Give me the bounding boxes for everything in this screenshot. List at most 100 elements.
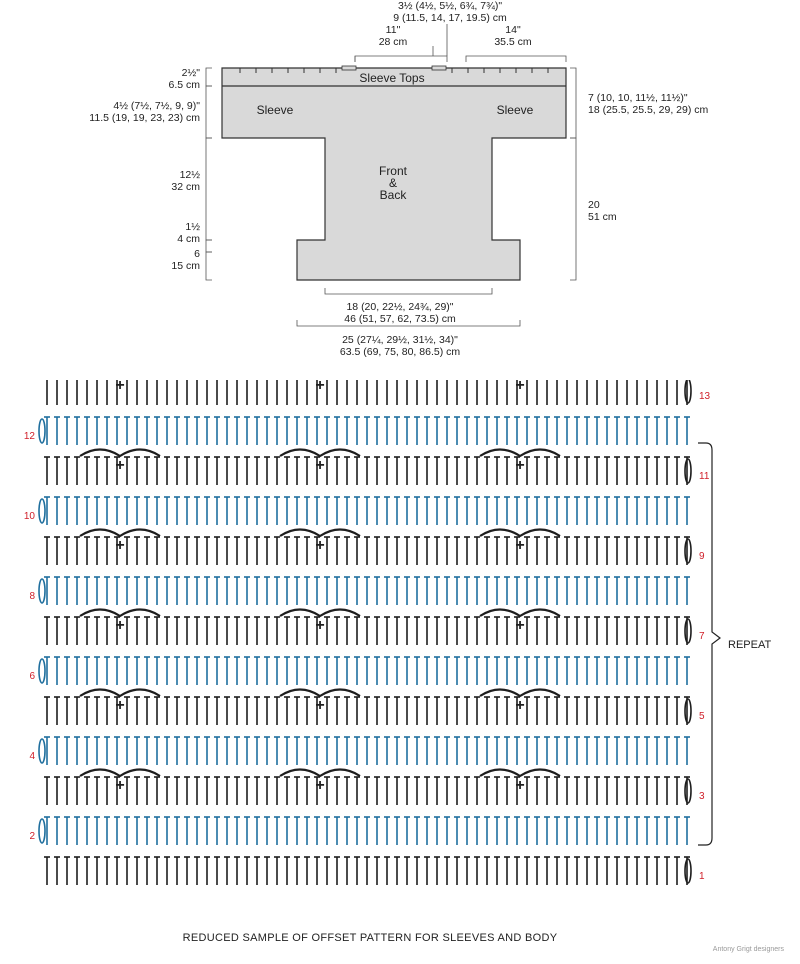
chain-arc	[479, 768, 561, 778]
dim-left-4b: 4 cm	[177, 233, 200, 245]
single-crochet-mark: +	[115, 537, 124, 554]
row-number-2: 2	[29, 831, 35, 842]
dim-left-5b: 15 cm	[171, 260, 200, 272]
chain-arc	[79, 688, 161, 698]
row-number-4: 4	[29, 751, 35, 762]
single-crochet-mark: +	[315, 617, 324, 634]
single-crochet-mark: +	[115, 380, 124, 394]
row-number-12: 12	[24, 431, 36, 442]
row-number-13: 13	[699, 391, 711, 402]
row-number-3: 3	[699, 791, 705, 802]
single-crochet-mark: +	[315, 537, 324, 554]
turning-chain	[684, 380, 692, 404]
garment-shape	[221, 67, 567, 281]
single-crochet-mark: +	[115, 617, 124, 634]
dim-left-4a: 1½	[185, 221, 200, 233]
row-number-8: 8	[29, 591, 35, 602]
chain-arc	[279, 528, 361, 538]
chart-row-4	[38, 736, 690, 765]
dim-left-1a: 2½"	[182, 67, 201, 79]
row-number-6: 6	[29, 671, 35, 682]
chart-row-9: + + +	[44, 528, 692, 565]
row-number-9: 9	[699, 551, 705, 562]
chart-row-2	[38, 816, 690, 845]
dim-left-1b: 6.5 cm	[168, 79, 200, 91]
single-crochet-mark: +	[515, 777, 524, 794]
dim-bottom-2a: 25 (27¼, 29½, 31½, 34)"	[342, 334, 458, 346]
dim-top-b2: 28 cm	[379, 36, 408, 48]
chain-arc	[279, 768, 361, 778]
chart-row-5: + + +	[44, 688, 692, 725]
chain-arc	[479, 448, 561, 458]
chain-arc	[479, 528, 561, 538]
chain-arc	[79, 608, 161, 618]
row-number-1: 1	[699, 871, 705, 882]
front-back-label-1: Front	[379, 164, 408, 178]
dim-top-c1: 14"	[505, 24, 521, 36]
dim-left-5a: 6	[194, 248, 200, 260]
front-back-label-2: &	[389, 176, 397, 190]
single-crochet-mark: +	[315, 697, 324, 714]
chain-arc	[279, 608, 361, 618]
single-crochet-mark: +	[515, 457, 524, 474]
chart-row-7: + + +	[44, 608, 692, 645]
dim-bottom-1a: 18 (20, 22½, 24¾, 29)"	[346, 301, 453, 313]
turning-chain	[684, 698, 692, 724]
right-dimension-lines	[570, 67, 577, 281]
chart-caption: REDUCED SAMPLE OF OFFSET PATTERN FOR SLE…	[182, 932, 558, 944]
chain-arc	[79, 768, 161, 778]
dim-right-1b: 18 (25.5, 25.5, 29, 29) cm	[588, 104, 708, 116]
chart-row-3: +++	[44, 768, 692, 805]
single-crochet-mark: +	[115, 697, 124, 714]
single-crochet-mark: +	[115, 457, 124, 474]
dim-right-2a: 20	[588, 199, 600, 211]
chart-row-1	[44, 856, 692, 885]
chart-row-13: + + +	[46, 380, 692, 405]
single-crochet-mark: +	[515, 617, 524, 634]
dim-right-1a: 7 (10, 10, 11½, 11½)"	[588, 92, 688, 104]
turning-chain	[684, 618, 692, 644]
dim-bottom-2b: 63.5 (69, 75, 80, 86.5) cm	[340, 346, 460, 358]
sleeve-left-label: Sleeve	[257, 103, 294, 117]
single-crochet-mark: +	[315, 380, 324, 394]
dim-left-2b: 11.5 (19, 19, 23, 23) cm	[89, 112, 200, 124]
turning-chain	[684, 858, 692, 884]
turning-chain	[38, 418, 46, 444]
repeat-bracket	[698, 442, 721, 846]
turning-chain	[684, 458, 692, 484]
neck-marker-right	[431, 65, 447, 71]
chain-arc	[279, 688, 361, 698]
dim-bottom-1b: 46 (51, 57, 62, 73.5) cm	[344, 313, 456, 325]
dim-left-3b: 32 cm	[171, 181, 200, 193]
dim-top-c2: 35.5 cm	[494, 36, 532, 48]
turning-chain	[684, 778, 692, 804]
row-number-11: 11	[699, 471, 710, 482]
chart-row-10	[38, 496, 690, 525]
dim-top-a1: 3½ (4½, 5½, 6¾, 7¾)"	[398, 0, 502, 12]
turning-chain	[684, 538, 692, 564]
chain-arc	[479, 608, 561, 618]
photo-credit: Antony Grigt designers	[712, 946, 784, 953]
dim-left-3a: 12½	[180, 169, 201, 181]
left-dimension-lines	[205, 67, 212, 281]
chain-arc	[279, 448, 361, 458]
repeat-label: REPEAT	[728, 639, 771, 651]
sleeve-tops-label: Sleeve Tops	[359, 71, 424, 85]
single-crochet-mark: +	[515, 380, 524, 394]
chart-rows: ++++++++++++++++++	[38, 380, 692, 885]
turning-chain	[38, 498, 46, 524]
row-number-10: 10	[24, 511, 36, 522]
turning-chain	[38, 818, 46, 844]
chart-row-8	[38, 576, 690, 605]
single-crochet-mark: +	[515, 697, 524, 714]
garment-schematic: Sleeve Tops Sleeve Sleeve Front & Back 3…	[89, 0, 708, 358]
dim-top-a2: 9 (11.5, 14, 17, 19.5) cm	[393, 12, 507, 24]
neck-marker-left	[341, 65, 357, 71]
turning-chain	[38, 578, 46, 604]
dim-left-2a: 4½ (7½, 7½, 9, 9)"	[113, 100, 200, 112]
single-crochet-mark: +	[515, 537, 524, 554]
turning-chain	[38, 738, 46, 764]
front-back-label-3: Back	[380, 188, 408, 202]
sleeve-right-label: Sleeve	[497, 103, 534, 117]
